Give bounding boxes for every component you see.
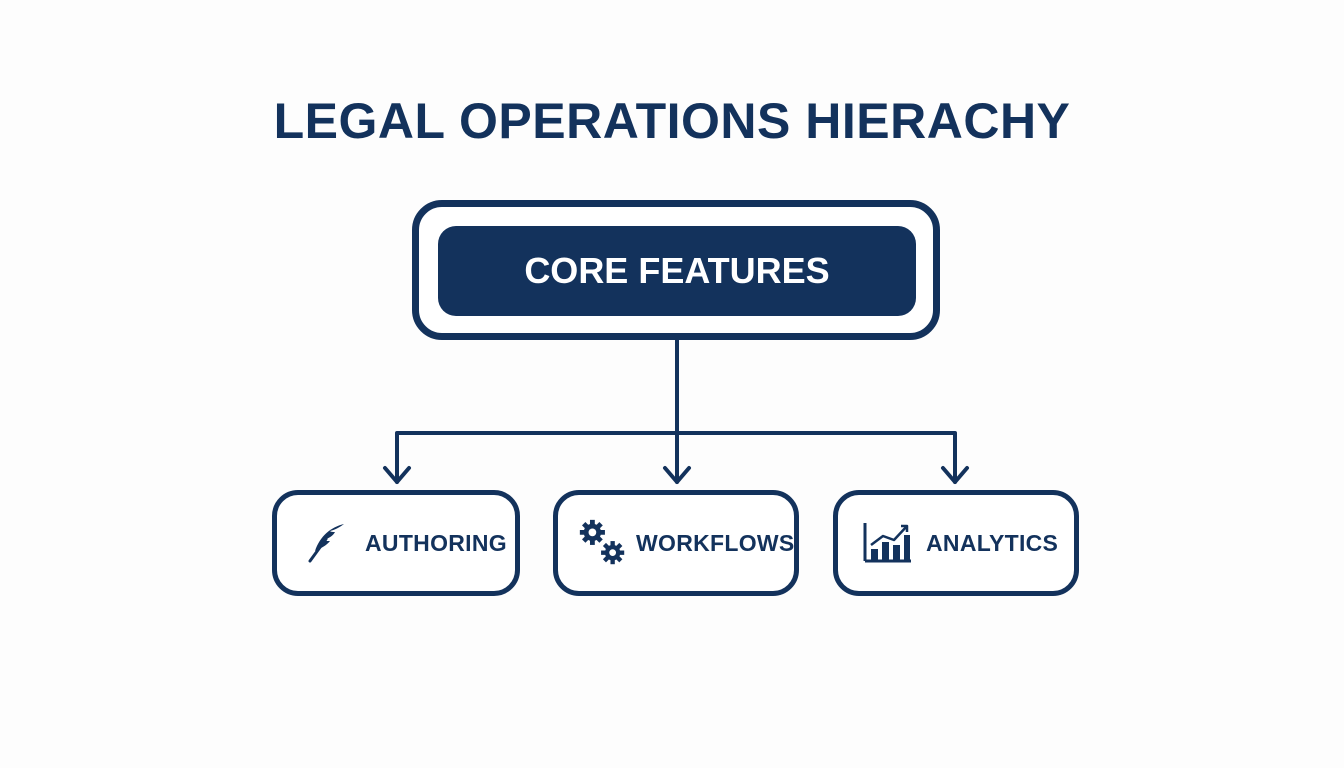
child-node-authoring: AUTHORING	[272, 490, 520, 596]
arrow-head-workflows	[663, 466, 691, 484]
child-node-analytics: ANALYTICS	[833, 490, 1079, 596]
root-node-label: CORE FEATURES	[524, 250, 830, 291]
child-node-label: WORKFLOWS	[636, 529, 795, 556]
branch-connector	[395, 431, 957, 484]
child-node-label: AUTHORING	[365, 529, 507, 556]
child-node-workflows: WORKFLOWS	[553, 490, 799, 596]
bar-chart-icon	[860, 516, 914, 570]
quill-pen-icon	[299, 516, 353, 570]
gears-icon	[576, 516, 630, 570]
child-node-label: ANALYTICS	[926, 529, 1059, 556]
diagram-title: LEGAL OPERATIONS HIERACHY	[273, 93, 1071, 149]
arrow-head-authoring	[383, 466, 411, 484]
arrow-head-analytics	[941, 466, 969, 484]
root-node: CORE FEATURES	[438, 226, 916, 316]
